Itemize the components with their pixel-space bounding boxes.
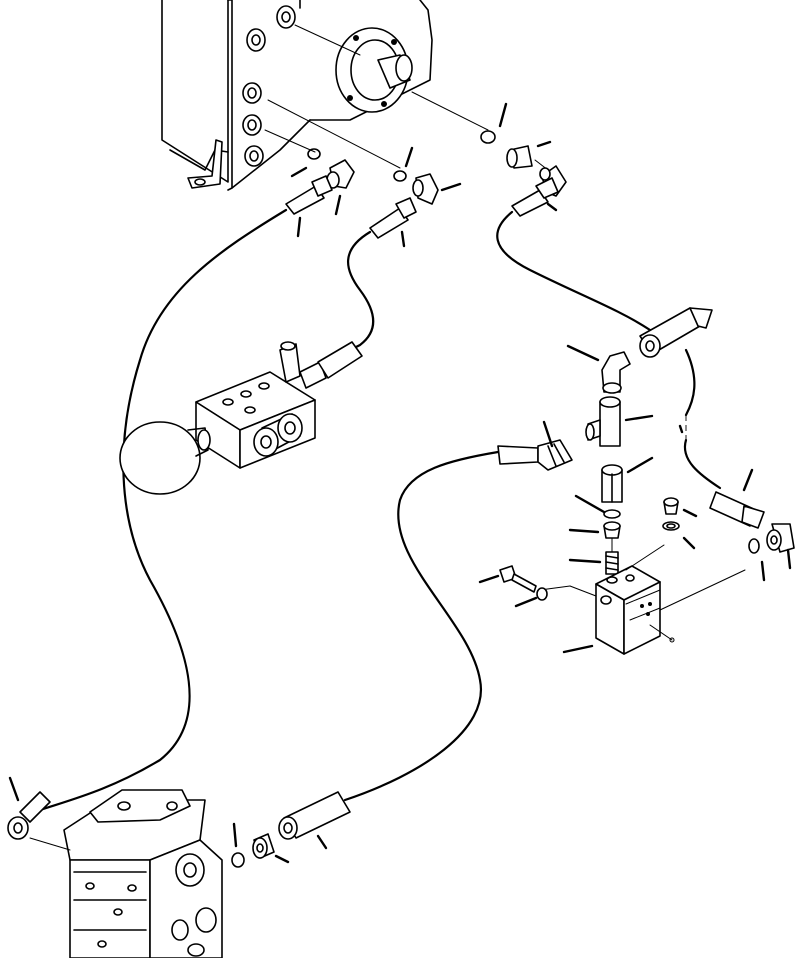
elbow-hose-end-center — [497, 439, 573, 471]
o-ring-left — [307, 148, 321, 160]
hose-end-upper-right — [639, 307, 713, 358]
o-ring-plug — [662, 521, 680, 531]
o-ring-right — [480, 130, 496, 144]
manifold-center-lines — [539, 537, 746, 641]
o-ring-stack — [603, 509, 621, 519]
adapter-fitting-right — [506, 145, 533, 169]
tank-flange — [335, 27, 413, 113]
elbow-fitting-lower-right — [766, 523, 795, 553]
washer — [536, 587, 548, 601]
tank-housing — [161, 0, 433, 191]
o-ring-pump — [231, 852, 245, 868]
hose-end-right — [511, 177, 559, 217]
center-lines — [264, 24, 687, 440]
adapter-hex — [601, 464, 623, 503]
pump-center-line — [29, 837, 71, 851]
elbow-fitting-middle — [412, 173, 439, 205]
hose-end-middle — [369, 197, 417, 239]
hose-end-pump — [7, 791, 51, 840]
elbow-fitting-left — [326, 159, 355, 189]
o-ring-middle — [393, 170, 407, 182]
hose-tank-right — [496, 210, 696, 417]
hydraulic-pump — [63, 789, 223, 958]
hose-end-lower-right — [709, 491, 765, 529]
leader-lines — [8, 102, 792, 864]
spring — [605, 551, 619, 575]
manifold-block — [595, 565, 661, 655]
plug — [663, 497, 679, 515]
hose-right-lower — [683, 438, 722, 490]
accumulator-valve-block — [195, 341, 327, 469]
hose-pump — [343, 450, 500, 802]
hose-end-block — [317, 341, 363, 379]
bolt — [499, 565, 537, 593]
accumulator-sphere — [119, 421, 211, 495]
seat-fitting — [603, 521, 621, 539]
hose-end-pump-lower — [278, 791, 351, 840]
hose-tank-middle — [347, 230, 375, 352]
hose-end-left — [285, 175, 333, 215]
hose-tank-left — [38, 208, 288, 812]
o-ring-lower-right — [748, 538, 760, 554]
reference-point — [669, 637, 675, 643]
elbow-top-stack — [601, 351, 631, 394]
tee-fitting — [585, 396, 621, 447]
adapter-fitting-pump — [252, 833, 275, 859]
